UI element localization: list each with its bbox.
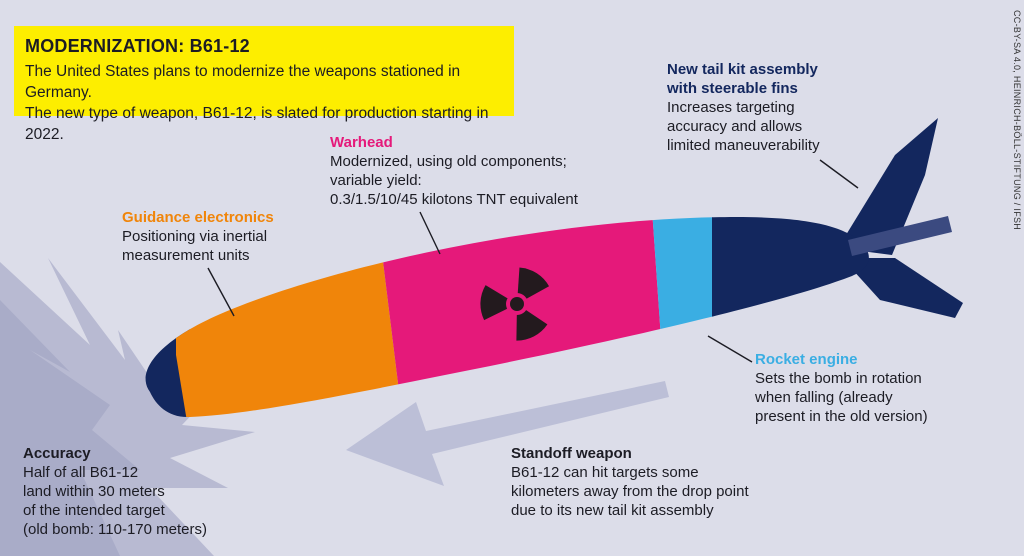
warhead-heading: Warhead: [330, 134, 393, 151]
accuracy-body-1: Half of all B61-12: [23, 464, 139, 481]
accuracy-heading: Accuracy: [23, 445, 91, 462]
label-guidance: Guidance electronics Positioning via ine…: [122, 208, 274, 265]
radiation-icon: [480, 267, 550, 341]
page-title: MODERNIZATION: B61-12: [25, 36, 250, 56]
title-box: MODERNIZATION: B61-12 The United States …: [14, 26, 514, 143]
tail-kit-heading-1: New tail kit assembly: [667, 61, 818, 78]
guidance-heading: Guidance electronics: [122, 209, 274, 226]
label-tail-kit: New tail kit assembly with steerable fin…: [667, 60, 820, 155]
warhead-body-2: variable yield:: [330, 172, 422, 189]
accuracy-body-2: land within 30 meters: [23, 483, 165, 500]
intro-line-1: The United States plans to modernize the…: [25, 63, 461, 101]
leader-rocket: [707, 335, 753, 363]
tail-kit-body-2: accuracy and allows: [667, 118, 803, 135]
rocket-engine-segment: [650, 217, 718, 418]
label-accuracy: Accuracy Half of all B61-12 land within …: [23, 444, 207, 539]
tail-kit-heading-2: with steerable fins: [667, 80, 798, 97]
standoff-body-3: due to its new tail kit assembly: [511, 502, 714, 519]
label-warhead: Warhead Modernized, using old components…: [330, 133, 578, 209]
tail-kit-body-3: limited maneuverability: [667, 137, 820, 154]
impact-burst-shade: [0, 300, 140, 556]
leader-warhead: [419, 211, 441, 255]
guidance-body-1: Positioning via inertial: [122, 228, 268, 245]
tail-rod: [848, 216, 952, 256]
accuracy-body-4: (old bomb: 110-170 meters): [23, 521, 207, 538]
rocket-body-1: Sets the bomb in rotation: [755, 370, 922, 387]
intro-line-2: The new type of weapon, B61-12, is slate…: [25, 105, 489, 143]
leader-guidance: [207, 267, 235, 317]
tail-fin-upper: [838, 118, 938, 255]
standoff-arrow: [346, 381, 669, 486]
rocket-body-3: present in the old version): [755, 408, 928, 425]
tail-fin-lower: [842, 258, 963, 318]
standoff-body-1: B61-12 can hit targets some: [511, 464, 699, 481]
tail-kit-body-1: Increases targeting: [667, 99, 795, 116]
rocket-heading: Rocket engine: [755, 351, 858, 368]
standoff-body-2: kilometers away from the drop point: [511, 483, 749, 500]
label-rocket-engine: Rocket engine Sets the bomb in rotation …: [755, 350, 928, 426]
standoff-heading: Standoff weapon: [511, 445, 632, 462]
accuracy-body-3: of the intended target: [23, 502, 165, 519]
guidance-body-2: measurement units: [122, 247, 250, 264]
warhead-body-1: Modernized, using old components;: [330, 153, 567, 170]
rocket-body-2: when falling (already: [755, 389, 893, 406]
warhead-body-3: 0.3/1.5/10/45 kilotons TNT equivalent: [330, 191, 578, 208]
credit-line: CC-BY-SA 4.0, HEINRICH-BÖLL-STIFTUNG / I…: [1012, 10, 1022, 231]
leader-tail-kit: [819, 159, 859, 189]
label-standoff: Standoff weapon B61-12 can hit targets s…: [511, 444, 749, 520]
